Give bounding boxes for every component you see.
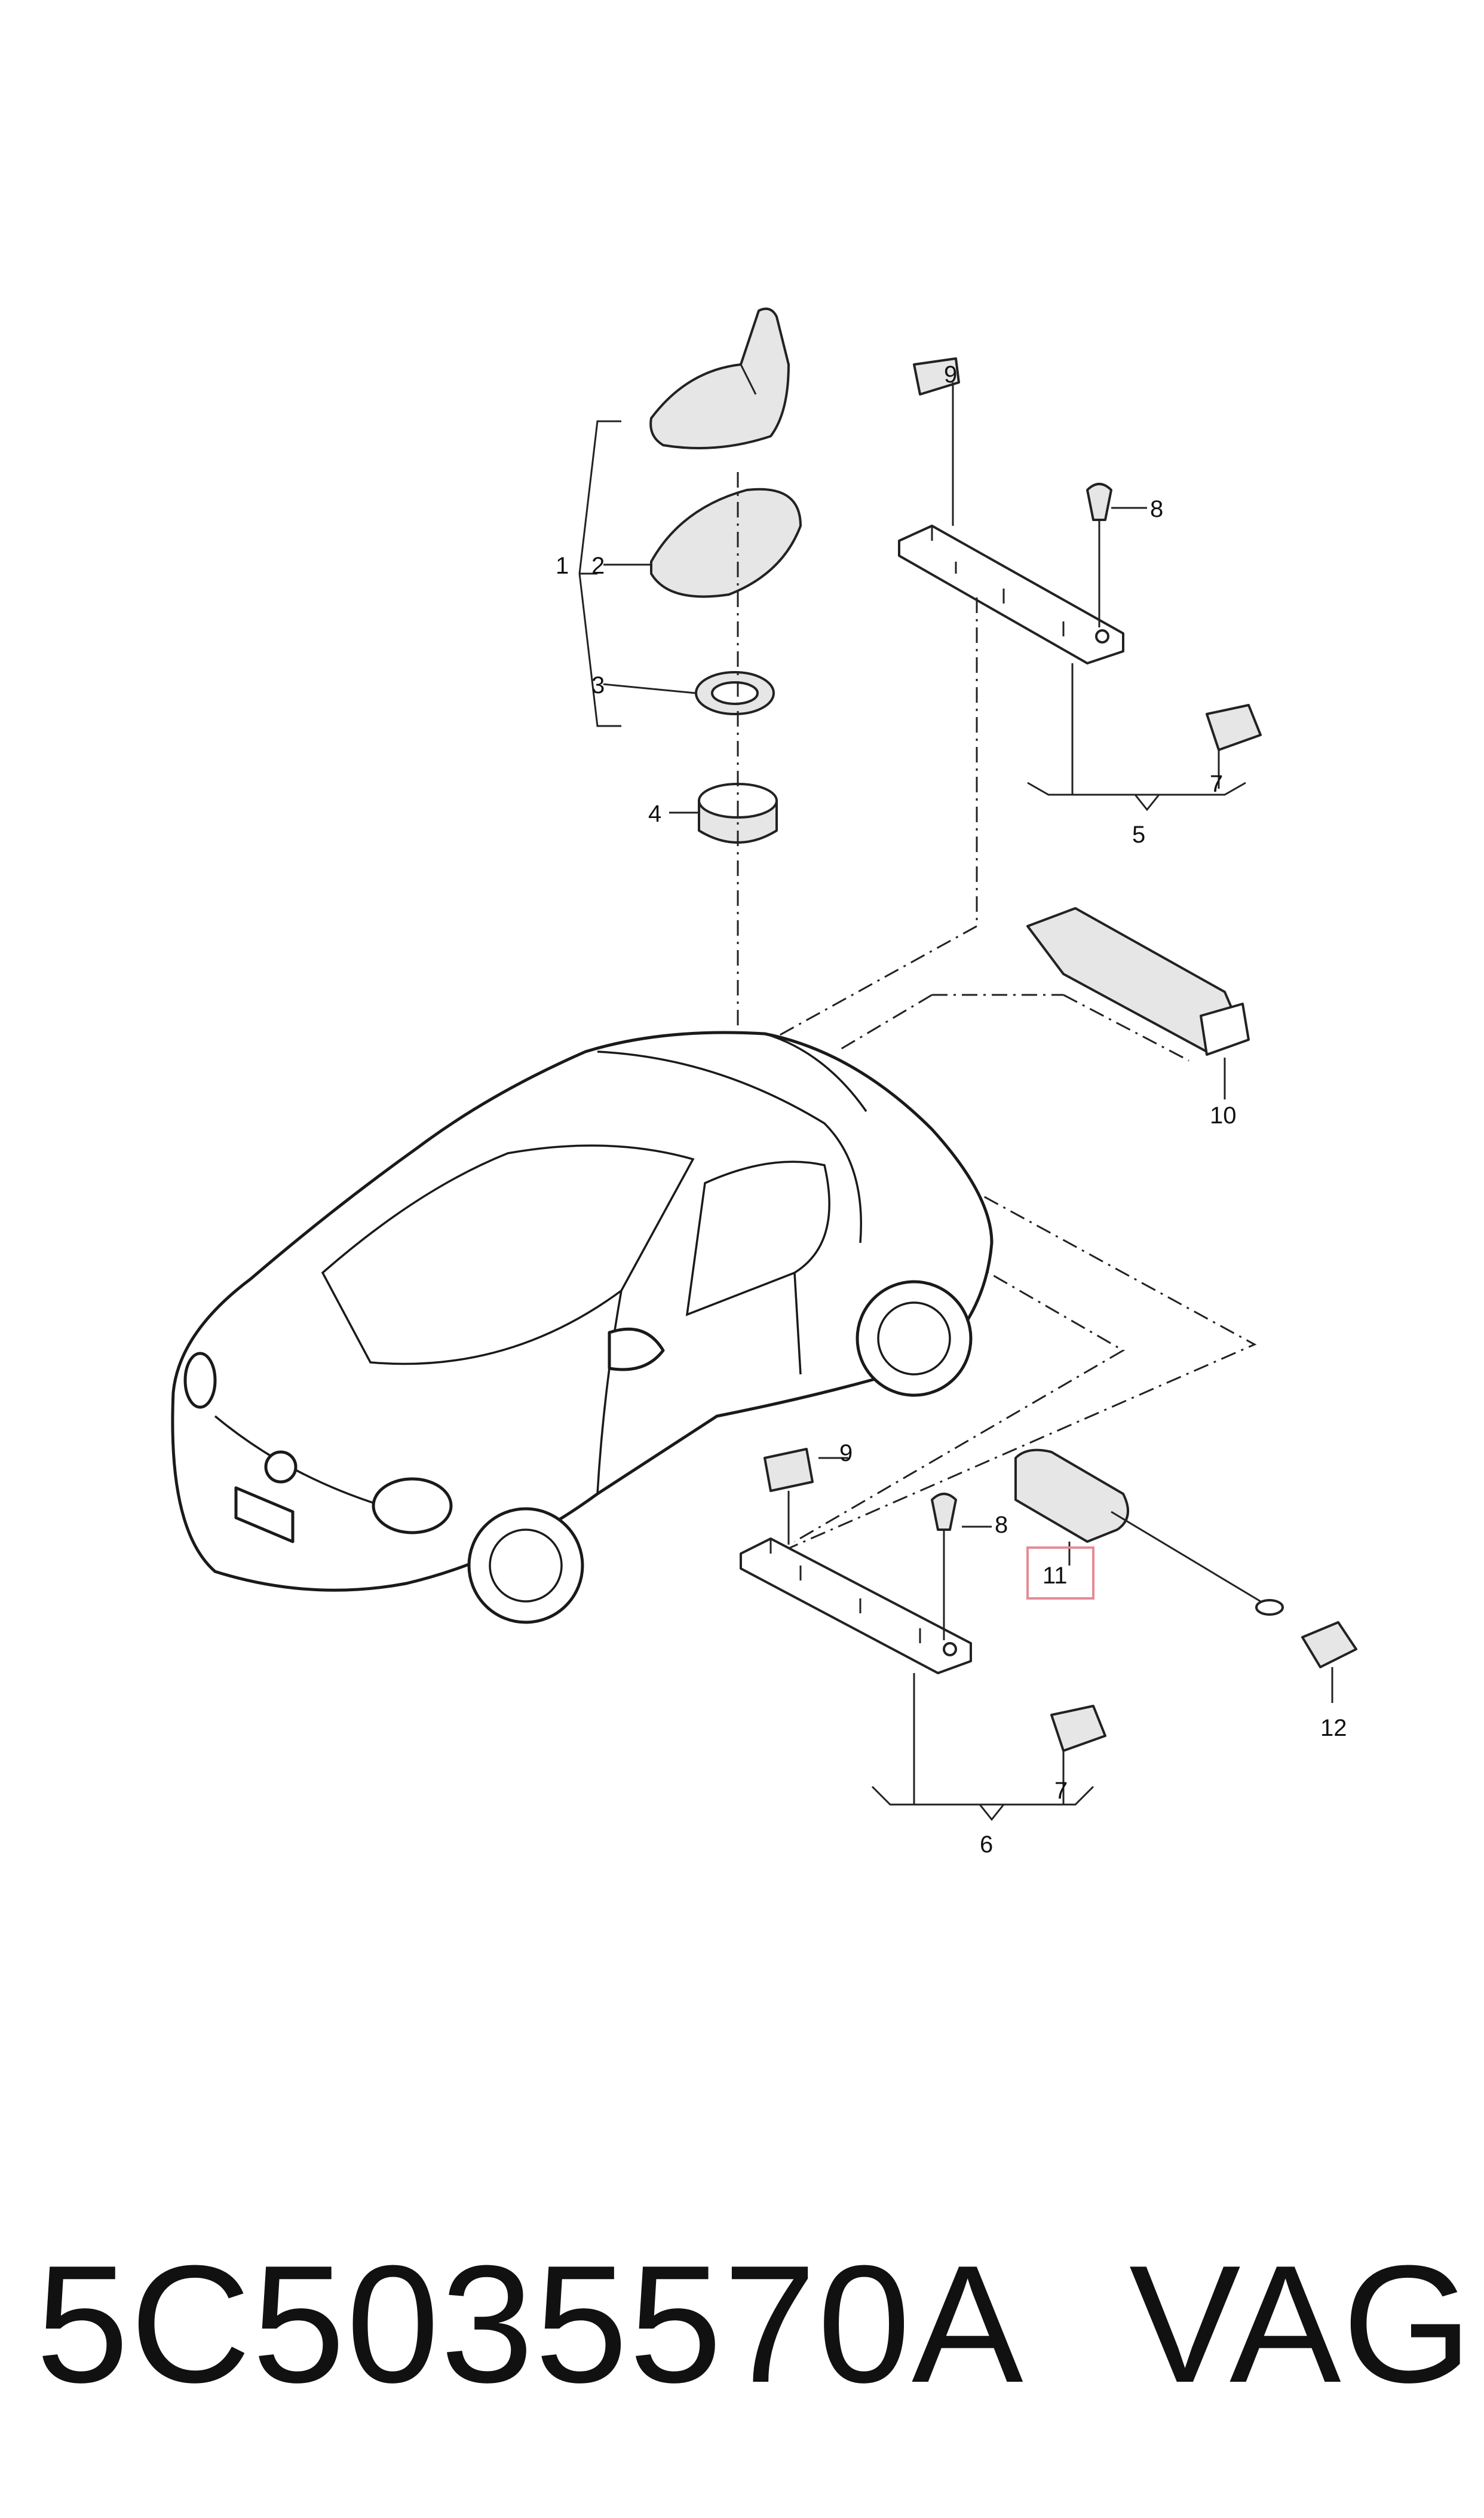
shark-fin-antenna-cover	[649, 307, 790, 449]
callout-8-upper: 8	[1150, 496, 1163, 522]
brand-label: VAG	[1129, 2231, 1474, 2418]
antenna-gasket	[650, 488, 802, 598]
callout-1: 1	[556, 553, 569, 579]
callout-7-lower: 7	[1054, 1778, 1068, 1804]
lower-antenna-amplifier-group	[740, 1448, 1106, 1821]
part-number-label: 5C5035570A	[36, 2231, 1025, 2418]
callout-7-upper: 7	[1210, 771, 1223, 797]
connection-lines	[776, 925, 1257, 1555]
callout-8-lower: 8	[995, 1512, 1008, 1538]
roof-antenna-group	[578, 307, 802, 1102]
callout-12: 12	[1320, 1715, 1347, 1741]
upper-antenna-amplifier-group	[898, 357, 1262, 926]
callout-9-lower: 9	[839, 1440, 853, 1466]
callout-10: 10	[1210, 1102, 1237, 1129]
callout-3: 3	[591, 672, 605, 699]
callout-11: 11	[1043, 1563, 1068, 1589]
callout-9-upper: 9	[944, 362, 957, 388]
antenna-seal-ring	[695, 671, 775, 715]
callout-11-highlight-box	[1026, 1546, 1094, 1600]
callout-5: 5	[1132, 822, 1145, 848]
callout-6: 6	[980, 1831, 993, 1858]
antenna-module	[1026, 907, 1250, 1099]
car-illustration	[171, 1031, 994, 1624]
callout-labels: 1 2 3 4 9 8 7 5 10 9 8 11 12 7 6	[556, 362, 1347, 1858]
callout-4: 4	[648, 801, 661, 827]
callout-2: 2	[591, 553, 605, 579]
antenna-cable-module	[1014, 1448, 1357, 1703]
